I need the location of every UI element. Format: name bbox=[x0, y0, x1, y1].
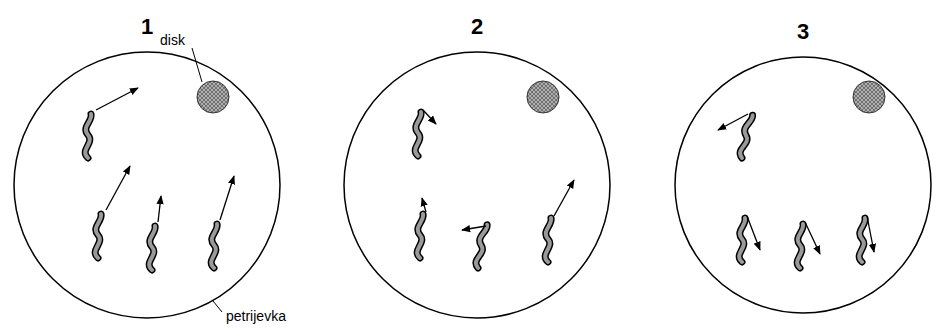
worms-dish-3 bbox=[718, 114, 874, 268]
dish-outline bbox=[674, 56, 932, 314]
dish-number: 2 bbox=[344, 14, 610, 40]
disk bbox=[527, 81, 559, 113]
dish-label: petrijevka bbox=[226, 308, 286, 324]
worms-dish-1 bbox=[85, 88, 234, 270]
dish-number: 1 bbox=[14, 14, 280, 40]
dish-outline bbox=[13, 51, 281, 319]
leader-line bbox=[192, 48, 202, 82]
dish-outline bbox=[343, 51, 611, 319]
disk bbox=[197, 81, 229, 113]
petri-dish: 3 bbox=[675, 19, 931, 313]
petri-dish: 1 bbox=[14, 14, 280, 318]
worms-dish-2 bbox=[415, 110, 574, 268]
petri-dish: 2 bbox=[344, 14, 610, 318]
leader-line bbox=[213, 301, 222, 312]
disk bbox=[853, 81, 885, 113]
disk-label: disk bbox=[160, 32, 185, 48]
dish-number: 3 bbox=[675, 19, 931, 45]
